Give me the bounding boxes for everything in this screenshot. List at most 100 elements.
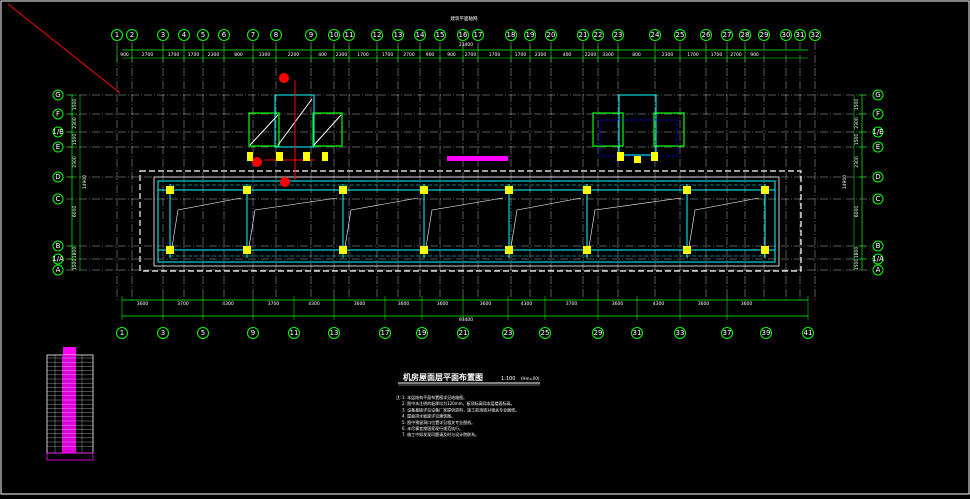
dim-label-top: 900 <box>120 52 129 58</box>
axis-bubble-circle <box>721 29 733 41</box>
axis-bubble-label: 24 <box>651 31 660 39</box>
axis-bubble-label: 28 <box>741 31 750 39</box>
axis-bubble-circle <box>505 29 517 41</box>
red-leader-line <box>7 3 121 94</box>
note-line: 1. 本层结构平面布置图详见结施图。 <box>402 394 467 400</box>
axis-bubble-circle <box>247 327 259 339</box>
axis-bubble-circle <box>328 29 340 41</box>
notes-header: 注： <box>396 394 404 400</box>
slab-span-line <box>588 197 682 248</box>
axis-bubble-label: G <box>875 91 880 99</box>
axis-bubble-circle <box>52 264 64 276</box>
dim-label-top: 900 <box>426 52 435 58</box>
axis-bubble-bottom: 17 <box>379 327 391 339</box>
axis-bubble-bottom: 9 <box>247 327 259 339</box>
axis-bubble-circle <box>52 108 64 120</box>
axis-bubble-top: 23 <box>612 29 624 41</box>
axis-bubble-circle <box>794 29 806 41</box>
dim-label-top: 900 <box>447 52 456 58</box>
axis-bubble-label: 13 <box>330 329 339 337</box>
axis-bubble-top: 15 <box>434 29 446 41</box>
axis-bubble-label: 9 <box>309 31 313 39</box>
dim-label-top: 2700 <box>465 52 477 58</box>
axis-bubble-circle <box>545 29 557 41</box>
axis-bubble-label: B <box>876 242 881 250</box>
axis-bubble-label: 8 <box>274 31 278 39</box>
axis-bubble-label: 15 <box>436 31 445 39</box>
dim-label-side: 6000 <box>854 206 860 218</box>
axis-bubble-circle <box>674 327 686 339</box>
slab-span-line <box>510 197 582 248</box>
axis-bubble-circle <box>288 327 300 339</box>
axis-bubble-label: D <box>875 173 880 181</box>
axis-bubble-label: 27 <box>723 31 732 39</box>
axis-bubble-bottom: 19 <box>416 327 428 339</box>
axis-bubble-circle <box>872 108 884 120</box>
dim-label-side: 1500 <box>854 259 860 271</box>
left-total-dim: 14900 <box>82 175 88 189</box>
note-line: 7. 施工中如发现问题请及时与设计院联系。 <box>402 431 479 437</box>
axis-bubble-circle <box>52 171 64 183</box>
axis-bubble-label: 4 <box>182 31 187 39</box>
axis-bubble-circle <box>802 327 814 339</box>
axis-bubble-label: 1/A <box>52 255 64 263</box>
dim-label-top: 1700 <box>687 52 699 58</box>
axis-bubble-circle <box>539 327 551 339</box>
axis-bubble-circle <box>111 29 123 41</box>
axis-bubble-row: 1/E <box>52 126 64 138</box>
axis-bubble-row: B <box>872 240 884 252</box>
axis-bubble-bottom: 3 <box>157 327 169 339</box>
axis-bubble-circle <box>524 29 536 41</box>
dim-label-side: 2300 <box>854 117 860 129</box>
axis-bubble-circle <box>416 327 428 339</box>
note-line: 5. 图中预留洞口位置详见相关专业图纸。 <box>402 419 475 425</box>
dim-label-top: 1700 <box>357 52 369 58</box>
roof-bays <box>169 184 766 258</box>
dim-label-bottom: 3700 <box>268 301 280 307</box>
axis-bubble-row: G <box>52 89 64 101</box>
axis-bubble-top: 20 <box>545 29 557 41</box>
axis-bubble-bottom: 1 <box>116 327 128 339</box>
column-bottom <box>761 246 769 254</box>
axis-bubble-label: 7 <box>251 31 255 39</box>
dim-label-side: 1500 <box>854 134 860 146</box>
axis-bubble-label: 29 <box>760 31 769 39</box>
axis-bubble-circle <box>502 327 514 339</box>
axis-bubble-top: 1 <box>111 29 123 41</box>
axis-bubble-label: 6 <box>222 31 227 39</box>
axis-bubble-label: E <box>56 143 60 151</box>
column-bottom <box>505 246 513 254</box>
axis-bubble-top: 24 <box>649 29 661 41</box>
axis-bubble-top: 31 <box>794 29 806 41</box>
axis-bubble-label: 10 <box>330 31 339 39</box>
axis-bubble-circle <box>343 29 355 41</box>
axis-bubble-circle <box>472 29 484 41</box>
axis-bubble-top: 18 <box>505 29 517 41</box>
axis-bubble-label: 25 <box>541 329 550 337</box>
axis-bubble-label: 5 <box>201 329 205 337</box>
top-label: 建筑平面轴网 <box>451 15 478 22</box>
column-top <box>761 186 769 194</box>
axis-bubble-label: 19 <box>418 329 427 337</box>
axis-bubble-circle <box>247 29 259 41</box>
drawing-scale: 1:100 <box>501 376 515 382</box>
axis-bubble-circle <box>592 327 604 339</box>
dim-label-top: 2200 <box>585 52 597 58</box>
axis-bubble-label: 18 <box>507 31 516 39</box>
dim-label-top: 400 <box>318 52 327 58</box>
axis-bubble-circle <box>758 29 770 41</box>
dim-label-side: 6000 <box>72 206 78 218</box>
note-line: 6. 未尽事宜按国家现行规范执行。 <box>402 425 463 431</box>
axis-bubble-row: 1/A <box>52 253 64 265</box>
axis-bubble-label: 16 <box>459 31 468 39</box>
axis-bubble-bottom: 21 <box>457 327 469 339</box>
slab-span-line <box>425 197 504 248</box>
axis-bubble-circle <box>872 126 884 138</box>
side-dimension-chains: 1500230015002300600018001500150023001500… <box>68 94 866 271</box>
slab-span-line <box>688 197 760 248</box>
dim-label-top: 2700 <box>142 52 154 58</box>
axis-bubble-label: 17 <box>474 31 483 39</box>
